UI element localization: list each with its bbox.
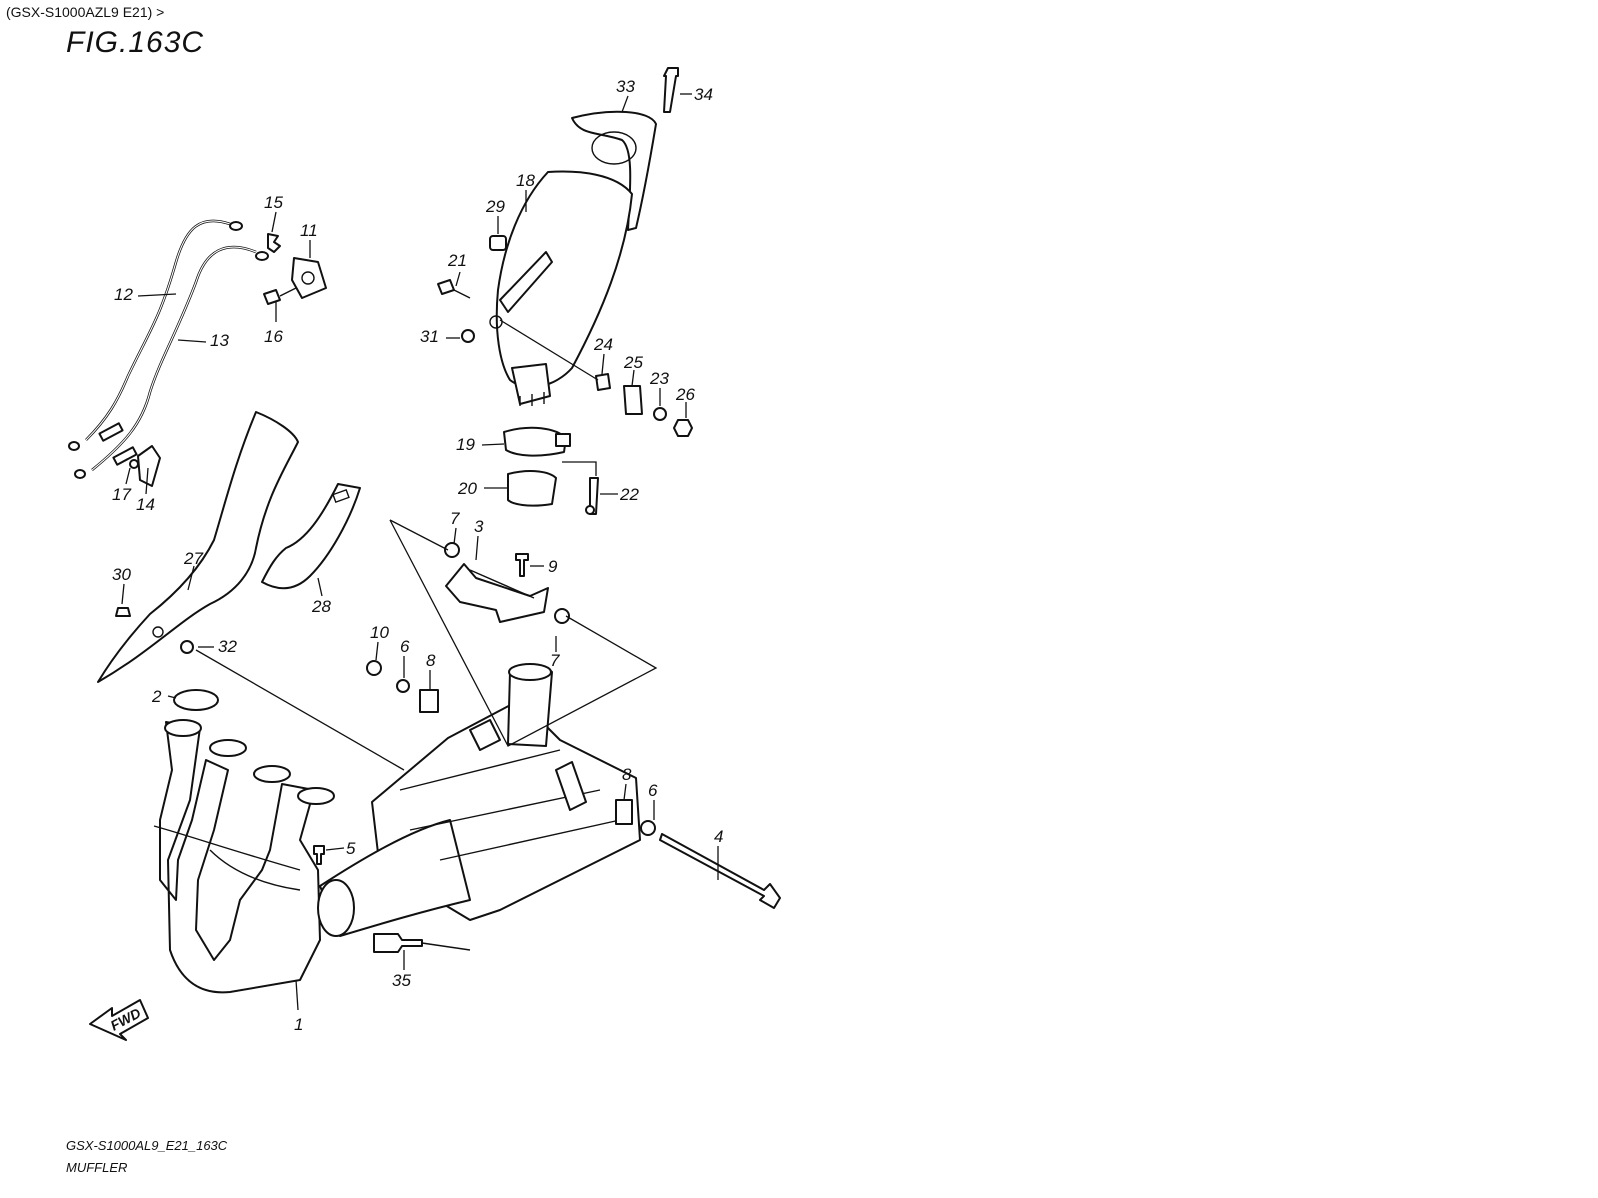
callout-13: 13	[210, 331, 229, 350]
front-connector	[319, 819, 471, 937]
callout-27: 27	[183, 549, 203, 568]
heat-cover-assembly	[97, 411, 361, 683]
callout-10: 10	[370, 623, 389, 642]
cushion-7a	[444, 542, 460, 558]
callout-leaders	[121, 93, 719, 1011]
bolt-4	[659, 833, 781, 909]
callout-12: 12	[114, 285, 133, 304]
callout-29: 29	[485, 197, 505, 216]
callout-labels: 1 2 3 4 5 6 6 7 7 8 8 9 10 11 12 13 14 1…	[112, 77, 723, 1034]
bolt-34	[663, 67, 679, 113]
bolt-9	[515, 553, 529, 577]
washer-6b	[640, 820, 656, 836]
fwd-arrow-icon: FWD	[89, 999, 149, 1041]
callout-16: 16	[264, 327, 283, 346]
callout-23: 23	[649, 369, 669, 388]
callout-11: 11	[300, 221, 318, 240]
callout-24: 24	[593, 335, 613, 354]
callout-19: 19	[456, 435, 475, 454]
throttle-cable-assembly	[68, 219, 327, 487]
bracket-3	[445, 563, 549, 623]
exhaust-pipe-assembly	[153, 689, 471, 994]
callout-28: 28	[311, 597, 331, 616]
callout-17: 17	[112, 485, 131, 504]
callout-8a: 8	[426, 651, 436, 670]
assembly-guide-lines	[195, 319, 658, 771]
nut-26	[673, 419, 693, 437]
muffler-cap-33	[571, 110, 657, 231]
bolt-22	[589, 477, 599, 515]
callout-7b: 7	[550, 651, 560, 670]
callout-32: 32	[218, 637, 237, 656]
callout-21: 21	[447, 251, 467, 270]
callout-5: 5	[346, 839, 356, 858]
callout-9: 9	[548, 557, 558, 576]
cable-holder-11	[291, 257, 327, 299]
silencer-assembly	[437, 67, 693, 515]
callout-26: 26	[675, 385, 695, 404]
bolt-21	[437, 279, 455, 295]
gasket-20	[507, 470, 557, 507]
nut-31	[461, 329, 475, 343]
washer-6a	[396, 679, 410, 693]
washer-32	[180, 640, 194, 654]
diagram-code: GSX-S1000AL9_E21_163C	[66, 1138, 228, 1153]
callout-6a: 6	[400, 637, 410, 656]
muffler-body-18	[495, 170, 633, 389]
cushion-25	[623, 385, 643, 415]
callout-34: 34	[694, 85, 713, 104]
rubber-8b	[615, 799, 633, 825]
exhaust-pipe-1	[159, 721, 321, 994]
bracket-tab	[469, 719, 501, 751]
washer-23	[653, 407, 667, 421]
screw-30	[115, 607, 131, 617]
callout-15: 15	[264, 193, 283, 212]
callout-33: 33	[616, 77, 635, 96]
bracket-plate	[499, 251, 553, 313]
callout-20: 20	[457, 479, 477, 498]
diagram-name: MUFFLER	[66, 1160, 128, 1175]
rubber-8a	[419, 689, 439, 713]
callout-4: 4	[714, 827, 723, 846]
callout-35: 35	[392, 971, 411, 990]
cable-bracket-14	[137, 445, 161, 487]
bolt-17	[129, 459, 139, 469]
gasket-2	[173, 689, 219, 711]
throttle-cable-13	[91, 245, 257, 472]
cushion-7b	[554, 608, 570, 624]
callout-1: 1	[294, 1015, 303, 1034]
callout-25: 25	[623, 353, 643, 372]
callout-31: 31	[420, 327, 439, 346]
clip-15	[267, 233, 281, 253]
throttle-cable-12	[85, 219, 231, 441]
callout-8b: 8	[622, 765, 632, 784]
bolt-16	[263, 289, 281, 305]
callout-2: 2	[151, 687, 162, 706]
heat-protector-28	[261, 483, 361, 590]
bracket-assembly	[444, 542, 570, 624]
callout-30: 30	[112, 565, 131, 584]
callout-7a: 7	[450, 509, 460, 528]
o2-sensor-35	[373, 933, 423, 953]
figure-title: FIG.163C	[66, 26, 205, 59]
callout-6b: 6	[648, 781, 658, 800]
collar-24	[595, 373, 611, 391]
callout-3: 3	[474, 517, 484, 536]
breadcrumb[interactable]: (GSX-S1000AZL9 E21) >	[6, 4, 165, 20]
mount-boss	[555, 761, 587, 811]
callout-22: 22	[619, 485, 639, 504]
exhaust-chamber	[317, 660, 781, 937]
callout-14: 14	[136, 495, 155, 514]
muffler-cover-27	[97, 411, 299, 683]
bolt-5	[313, 845, 325, 865]
damper-29	[489, 235, 507, 251]
callout-18: 18	[516, 171, 535, 190]
nut-10	[366, 660, 382, 676]
